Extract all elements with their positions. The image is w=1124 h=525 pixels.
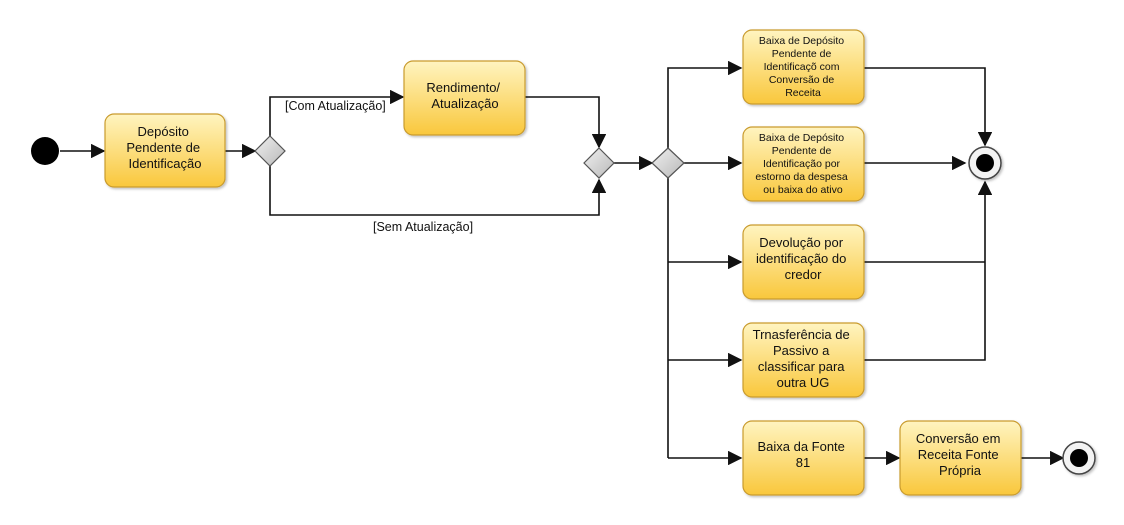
node-transferencia-passivo: Trnasferência de Passivo a classificar p… [742, 322, 865, 398]
svg-text:Baixa de Depósito Penden: Baixa de Depósito Pendente de Identifica… [759, 35, 847, 99]
node-devolucao-credor: Devolução por identificação do credor [742, 224, 865, 300]
edge-com-atualizacao [269, 89, 405, 136]
edges [60, 60, 1065, 466]
svg-text:Depósito Pendente de: Depósito Pendente de Identificação [126, 124, 203, 171]
node-conversao-receita-fonte-propria: Conversão em Receita Fonte Própria [899, 420, 1022, 496]
svg-text:Trnasferência de Passivo: Trnasferência de Passivo a classificar p… [753, 327, 854, 390]
svg-text:Devolução por identifica: Devolução por identificação do credor [756, 235, 850, 282]
node-deposito-pendente: Depósito Pendente de Identificação [104, 113, 226, 188]
edge-baixa-conversao-to-end [864, 67, 993, 147]
edge-label-sem-atualizacao: [Sem Atualização] [373, 220, 473, 234]
decision-destino [651, 147, 685, 179]
svg-text:Baixa de Depósito Penden: Baixa de Depósito Pendente de Identifica… [755, 132, 850, 196]
edge-rendimento-to-merge [525, 96, 607, 149]
decision-atualizacao [254, 135, 286, 167]
edge-label-com-atualizacao: [Com Atualização] [285, 99, 386, 113]
merge-atualizacao [583, 147, 615, 179]
node-rendimento-atualizacao: Rendimento/ Atualização [403, 60, 526, 136]
end-node-fonte [1062, 441, 1096, 475]
start-node [31, 137, 59, 165]
node-baixa-estorno: Baixa de Depósito Pendente de Identifica… [742, 126, 865, 202]
node-baixa-fonte-81: Baixa da Fonte 81 [742, 420, 865, 496]
svg-text:Conversão em Receita Fon: Conversão em Receita Fonte Própria [916, 431, 1004, 478]
edge-branch-trunk [667, 60, 743, 148]
end-node-main [968, 146, 1002, 180]
edge-sem-atualizacao [269, 166, 607, 216]
svg-text:Baixa da Fonte 81: Baixa da Fonte 81 [757, 439, 848, 470]
edge-transferencia-to-end [864, 180, 993, 361]
svg-text:Rendimento/ Atualização: Rendimento/ Atualização [426, 80, 503, 111]
node-baixa-conversao-receita: Baixa de Depósito Pendente de Identifica… [742, 29, 865, 105]
